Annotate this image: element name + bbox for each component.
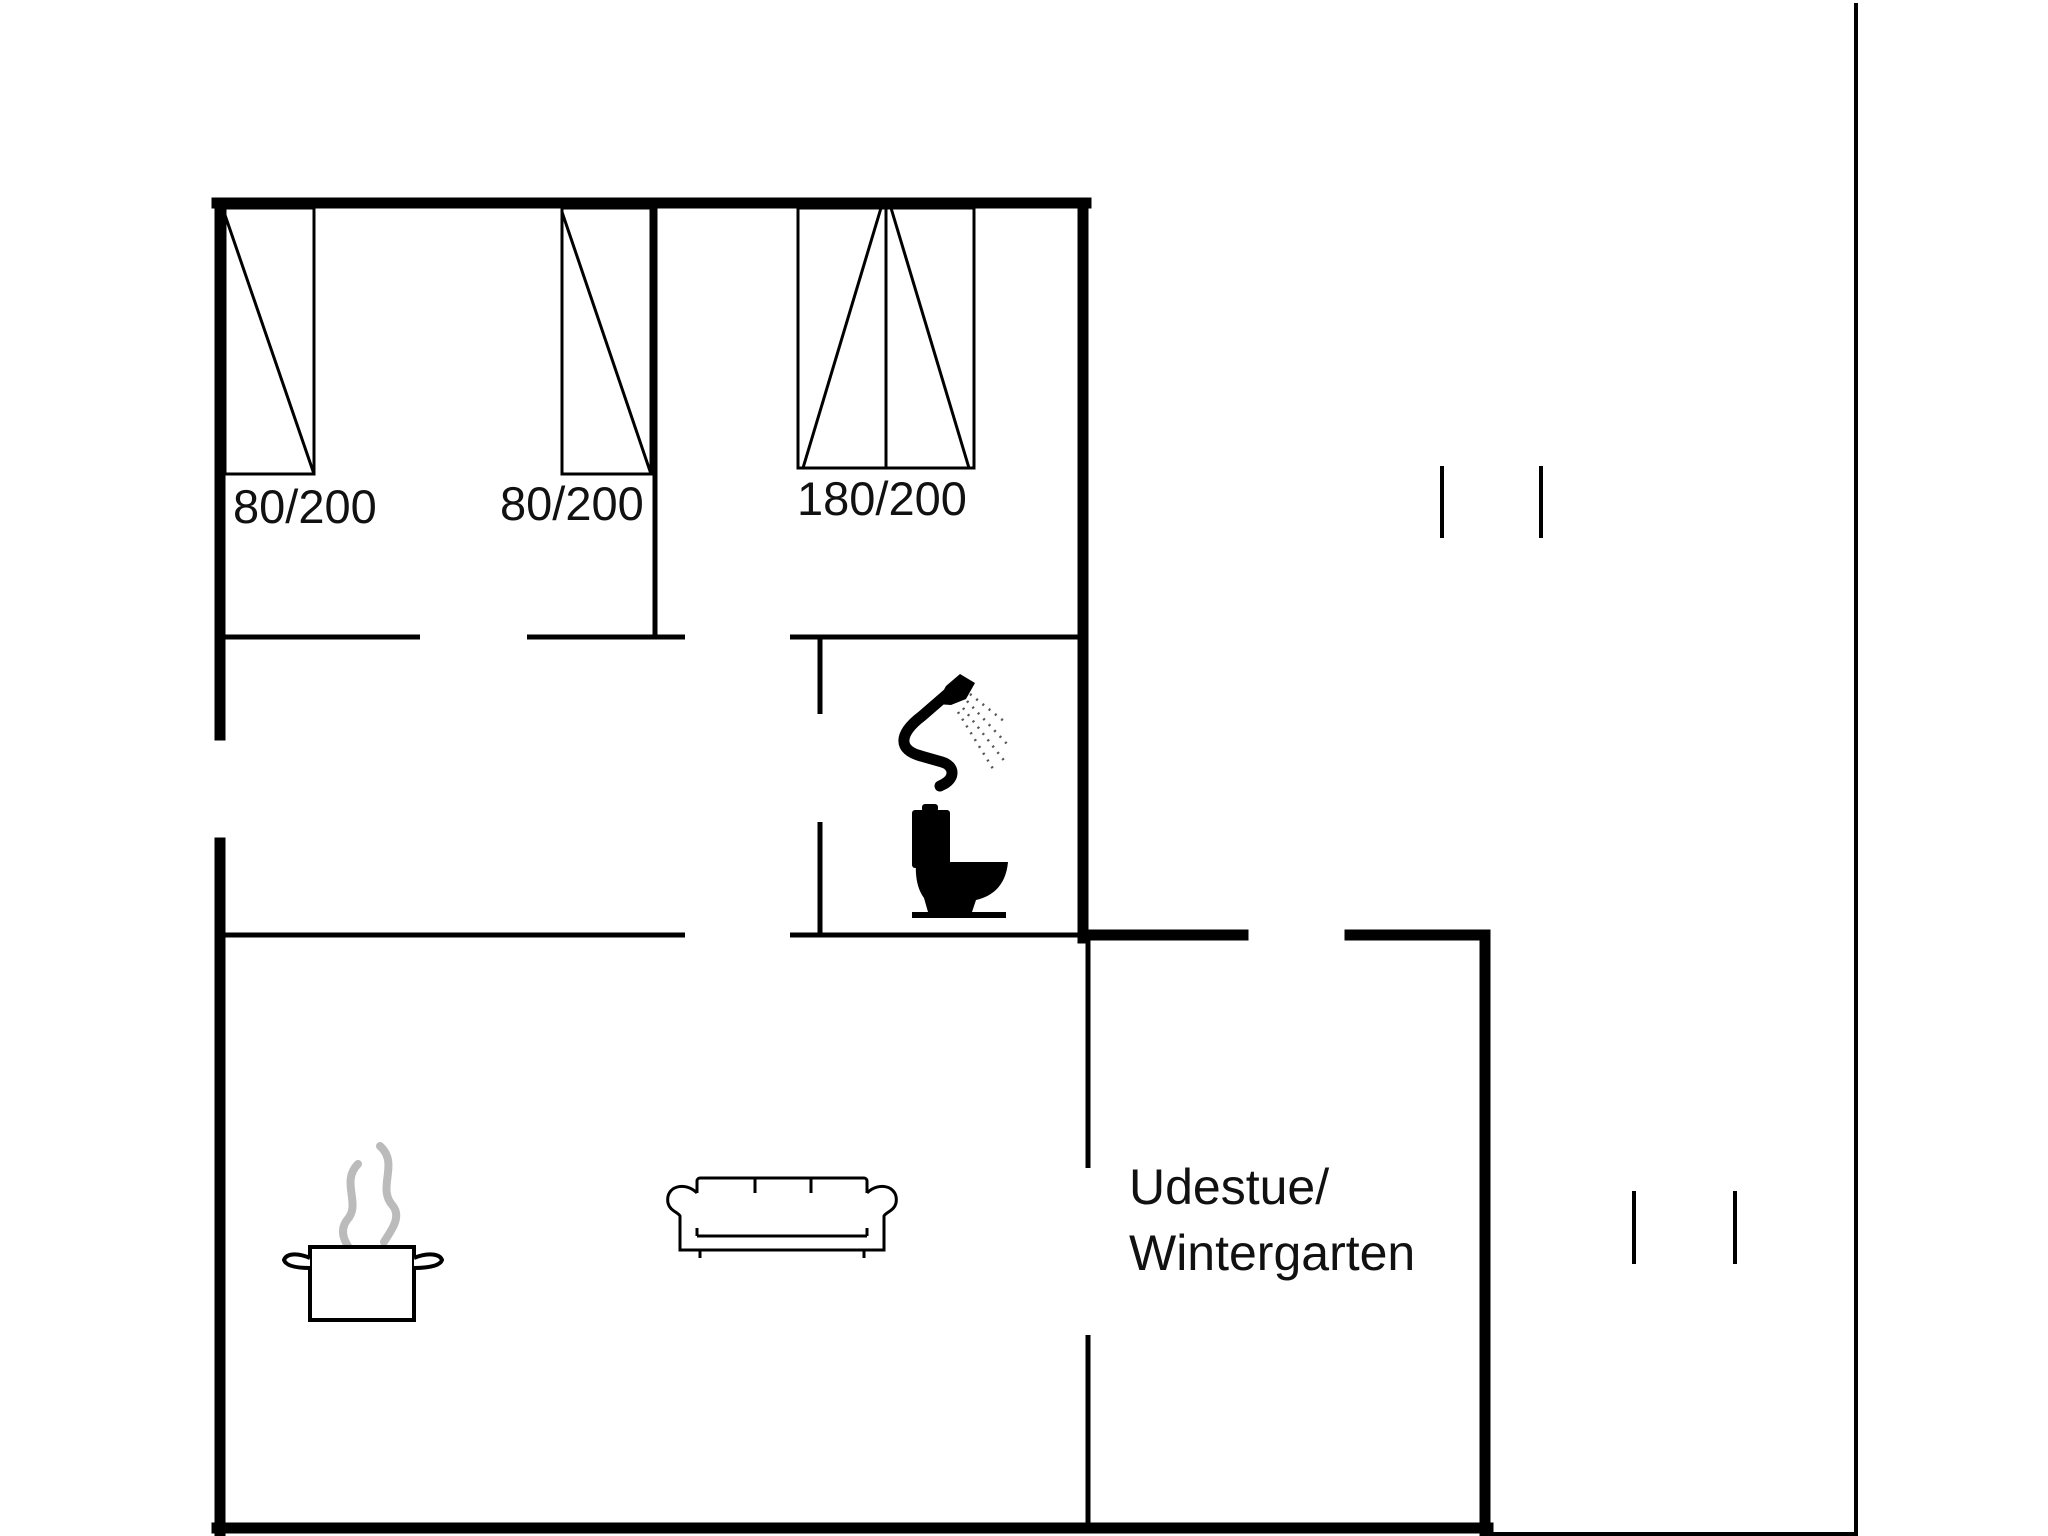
room-label-conservatory-line2: Wintergarten [1129, 1225, 1415, 1281]
bed-label-3: 180/200 [797, 472, 967, 525]
bed-label-2: 80/200 [500, 477, 644, 530]
shower-icon [898, 674, 1009, 792]
bed-double [796, 206, 976, 470]
outer-walls [211, 197, 1494, 1536]
bed-single-2 [560, 206, 653, 476]
toilet-icon [912, 804, 1008, 918]
interior-walls [225, 203, 1091, 1528]
sofa-icon [666, 1176, 898, 1258]
exterior-lines [1440, 3, 1858, 1536]
cooking-pot-icon [281, 1142, 445, 1322]
bed-label-1: 80/200 [233, 480, 377, 533]
bed-single-1 [223, 206, 316, 476]
room-label-conservatory-line1: Udestue/ [1129, 1159, 1329, 1215]
